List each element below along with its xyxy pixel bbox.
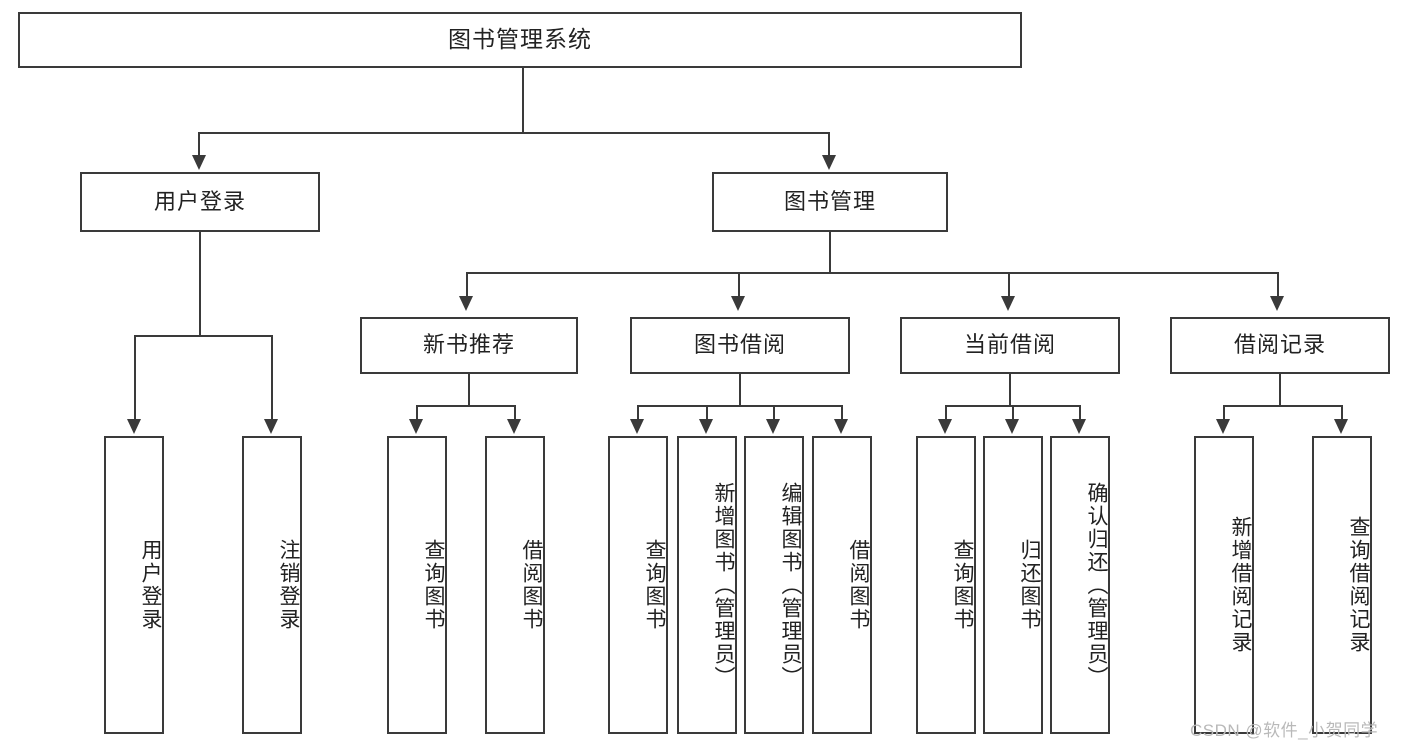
node-root-system[interactable]: 图书管理系统	[18, 12, 1022, 68]
connector-to-borrow-record	[1277, 272, 1279, 298]
connector-borrow-record-bar	[1223, 405, 1342, 407]
connector-book-manage-stem	[829, 232, 831, 272]
arrowhead-current-borrow-child2	[1005, 419, 1019, 434]
connector-user-login-stem	[199, 232, 201, 335]
arrowhead-to-book-manage	[822, 155, 836, 170]
leaf-current-borrow-query-books[interactable]: 查询图书	[916, 436, 976, 734]
connector-new-book-child1	[416, 405, 418, 421]
connector-current-borrow-child1	[945, 405, 947, 421]
arrowhead-book-borrow-child3	[766, 419, 780, 434]
node-user-login[interactable]: 用户登录	[80, 172, 320, 232]
connector-book-borrow-bar	[637, 405, 842, 407]
arrowhead-current-borrow-child3	[1072, 419, 1086, 434]
connector-user-login-child2	[271, 335, 273, 421]
leaf-new-book-query-books[interactable]: 查询图书	[387, 436, 447, 734]
connector-new-book-child2	[514, 405, 516, 421]
leaf-book-borrow-query-books[interactable]: 查询图书	[608, 436, 668, 734]
connector-new-book-stem	[468, 374, 470, 405]
connector-current-borrow-child3	[1079, 405, 1081, 421]
node-book-manage[interactable]: 图书管理	[712, 172, 948, 232]
arrowhead-book-borrow-child1	[630, 419, 644, 434]
connector-borrow-record-child2	[1341, 405, 1343, 421]
leaf-user-login-logout[interactable]: 注销登录	[242, 436, 302, 734]
arrowhead-to-new-book	[459, 296, 473, 311]
leaf-borrow-record-query-record[interactable]: 查询借阅记录	[1312, 436, 1372, 734]
node-book-borrow[interactable]: 图书借阅	[630, 317, 850, 374]
leaf-borrow-record-add-record[interactable]: 新增借阅记录	[1194, 436, 1254, 734]
arrowhead-to-book-borrow	[731, 296, 745, 311]
connector-to-current-borrow	[1008, 272, 1010, 298]
arrowhead-book-borrow-child4	[834, 419, 848, 434]
arrowhead-borrow-record-child1	[1216, 419, 1230, 434]
leaf-book-borrow-edit-book-admin[interactable]: 编辑图书（管理员）	[744, 436, 804, 734]
leaf-user-login-login[interactable]: 用户登录	[104, 436, 164, 734]
arrowhead-current-borrow-child1	[938, 419, 952, 434]
arrowhead-borrow-record-child2	[1334, 419, 1348, 434]
connector-book-borrow-stem	[739, 374, 741, 405]
watermark-credit: CSDN @软件_小贺同学	[1190, 721, 1379, 740]
connector-root-stem	[522, 68, 524, 132]
node-new-book-recommend[interactable]: 新书推荐	[360, 317, 578, 374]
leaf-book-borrow-add-book-admin[interactable]: 新增图书（管理员）	[677, 436, 737, 734]
connector-book-borrow-child4	[841, 405, 843, 421]
connector-current-borrow-child2	[1012, 405, 1014, 421]
connector-to-new-book	[466, 272, 468, 298]
arrowhead-new-book-child2	[507, 419, 521, 434]
connector-user-login-bar	[134, 335, 272, 337]
node-current-borrow[interactable]: 当前借阅	[900, 317, 1120, 374]
leaf-current-borrow-return-books[interactable]: 归还图书	[983, 436, 1043, 734]
connector-new-book-bar	[416, 405, 515, 407]
arrowhead-to-user-login	[192, 155, 206, 170]
arrowhead-user-login-child2	[264, 419, 278, 434]
connector-to-book-manage	[828, 132, 830, 157]
connector-borrow-record-child1	[1223, 405, 1225, 421]
arrowhead-to-current-borrow	[1001, 296, 1015, 311]
connector-book-borrow-child2	[706, 405, 708, 421]
connector-level2-bar	[198, 132, 830, 134]
node-borrow-record[interactable]: 借阅记录	[1170, 317, 1390, 374]
connector-book-borrow-child1	[637, 405, 639, 421]
leaf-current-borrow-confirm-return-admin[interactable]: 确认归还（管理员）	[1050, 436, 1110, 734]
leaf-book-borrow-borrow-books[interactable]: 借阅图书	[812, 436, 872, 734]
connector-to-user-login	[198, 132, 200, 157]
connector-user-login-child1	[134, 335, 136, 421]
arrowhead-user-login-child1	[127, 419, 141, 434]
leaf-new-book-borrow-books[interactable]: 借阅图书	[485, 436, 545, 734]
connector-book-borrow-child3	[773, 405, 775, 421]
arrowhead-to-borrow-record	[1270, 296, 1284, 311]
connector-to-book-borrow	[738, 272, 740, 298]
connector-level3-bar	[466, 272, 1278, 274]
arrowhead-new-book-child1	[409, 419, 423, 434]
connector-current-borrow-stem	[1009, 374, 1011, 405]
connector-borrow-record-stem	[1279, 374, 1281, 405]
arrowhead-book-borrow-child2	[699, 419, 713, 434]
